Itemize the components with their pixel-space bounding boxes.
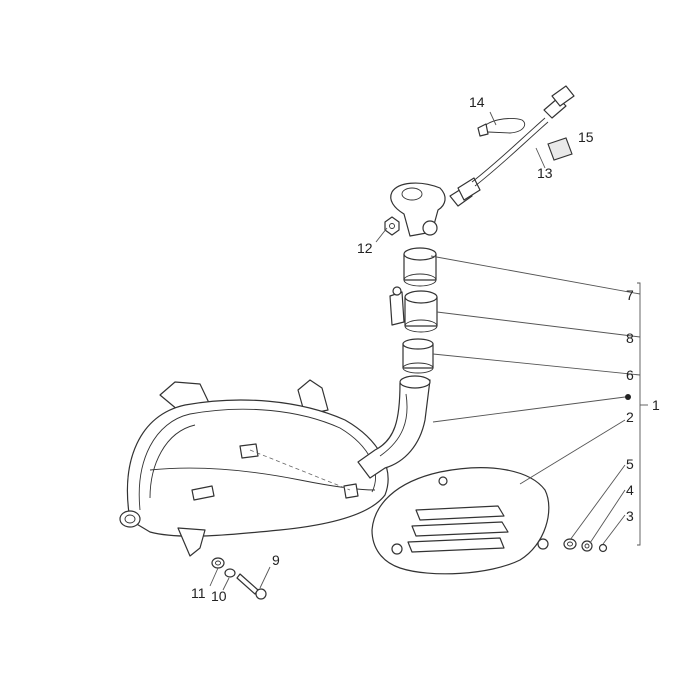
callout-4: 4	[626, 482, 634, 498]
gasket-ring	[403, 247, 437, 287]
cable-tie	[477, 118, 526, 137]
callout-14: 14	[469, 94, 485, 110]
callout-2: 2	[626, 409, 634, 425]
callout-11: 11	[191, 585, 206, 601]
bolt	[236, 573, 267, 600]
muffler-body	[119, 379, 389, 557]
callout-labels: 1 2 3 4 5 6 7 8 9 10 11 12 13 14 15	[191, 94, 660, 604]
heat-shield	[371, 467, 550, 575]
nut	[384, 216, 400, 236]
callout-1: 1	[652, 397, 660, 413]
manifold-flange	[390, 182, 446, 237]
exhaust-pipe	[357, 375, 431, 479]
pipe-sleeve	[402, 338, 434, 374]
washer-4	[581, 540, 593, 552]
callout-15: 15	[578, 129, 594, 145]
rubber-sleeve	[547, 137, 573, 161]
callout-13: 13	[537, 165, 553, 181]
callout-7: 7	[626, 287, 634, 303]
clamp	[389, 286, 438, 333]
flat-washer	[211, 557, 225, 569]
washer-5	[563, 538, 577, 550]
callout-6: 6	[626, 367, 634, 383]
callout-9: 9	[272, 552, 280, 568]
lambda-sensor	[449, 85, 575, 207]
callout-12: 12	[357, 240, 373, 256]
callout-5: 5	[626, 456, 634, 472]
callout-10: 10	[211, 588, 227, 604]
callout-8: 8	[626, 330, 634, 346]
leader-lines	[209, 111, 648, 591]
bullet-dot-icon	[625, 394, 631, 400]
spring-washer	[224, 568, 236, 578]
callout-3: 3	[626, 508, 634, 524]
screw-3	[598, 543, 608, 553]
